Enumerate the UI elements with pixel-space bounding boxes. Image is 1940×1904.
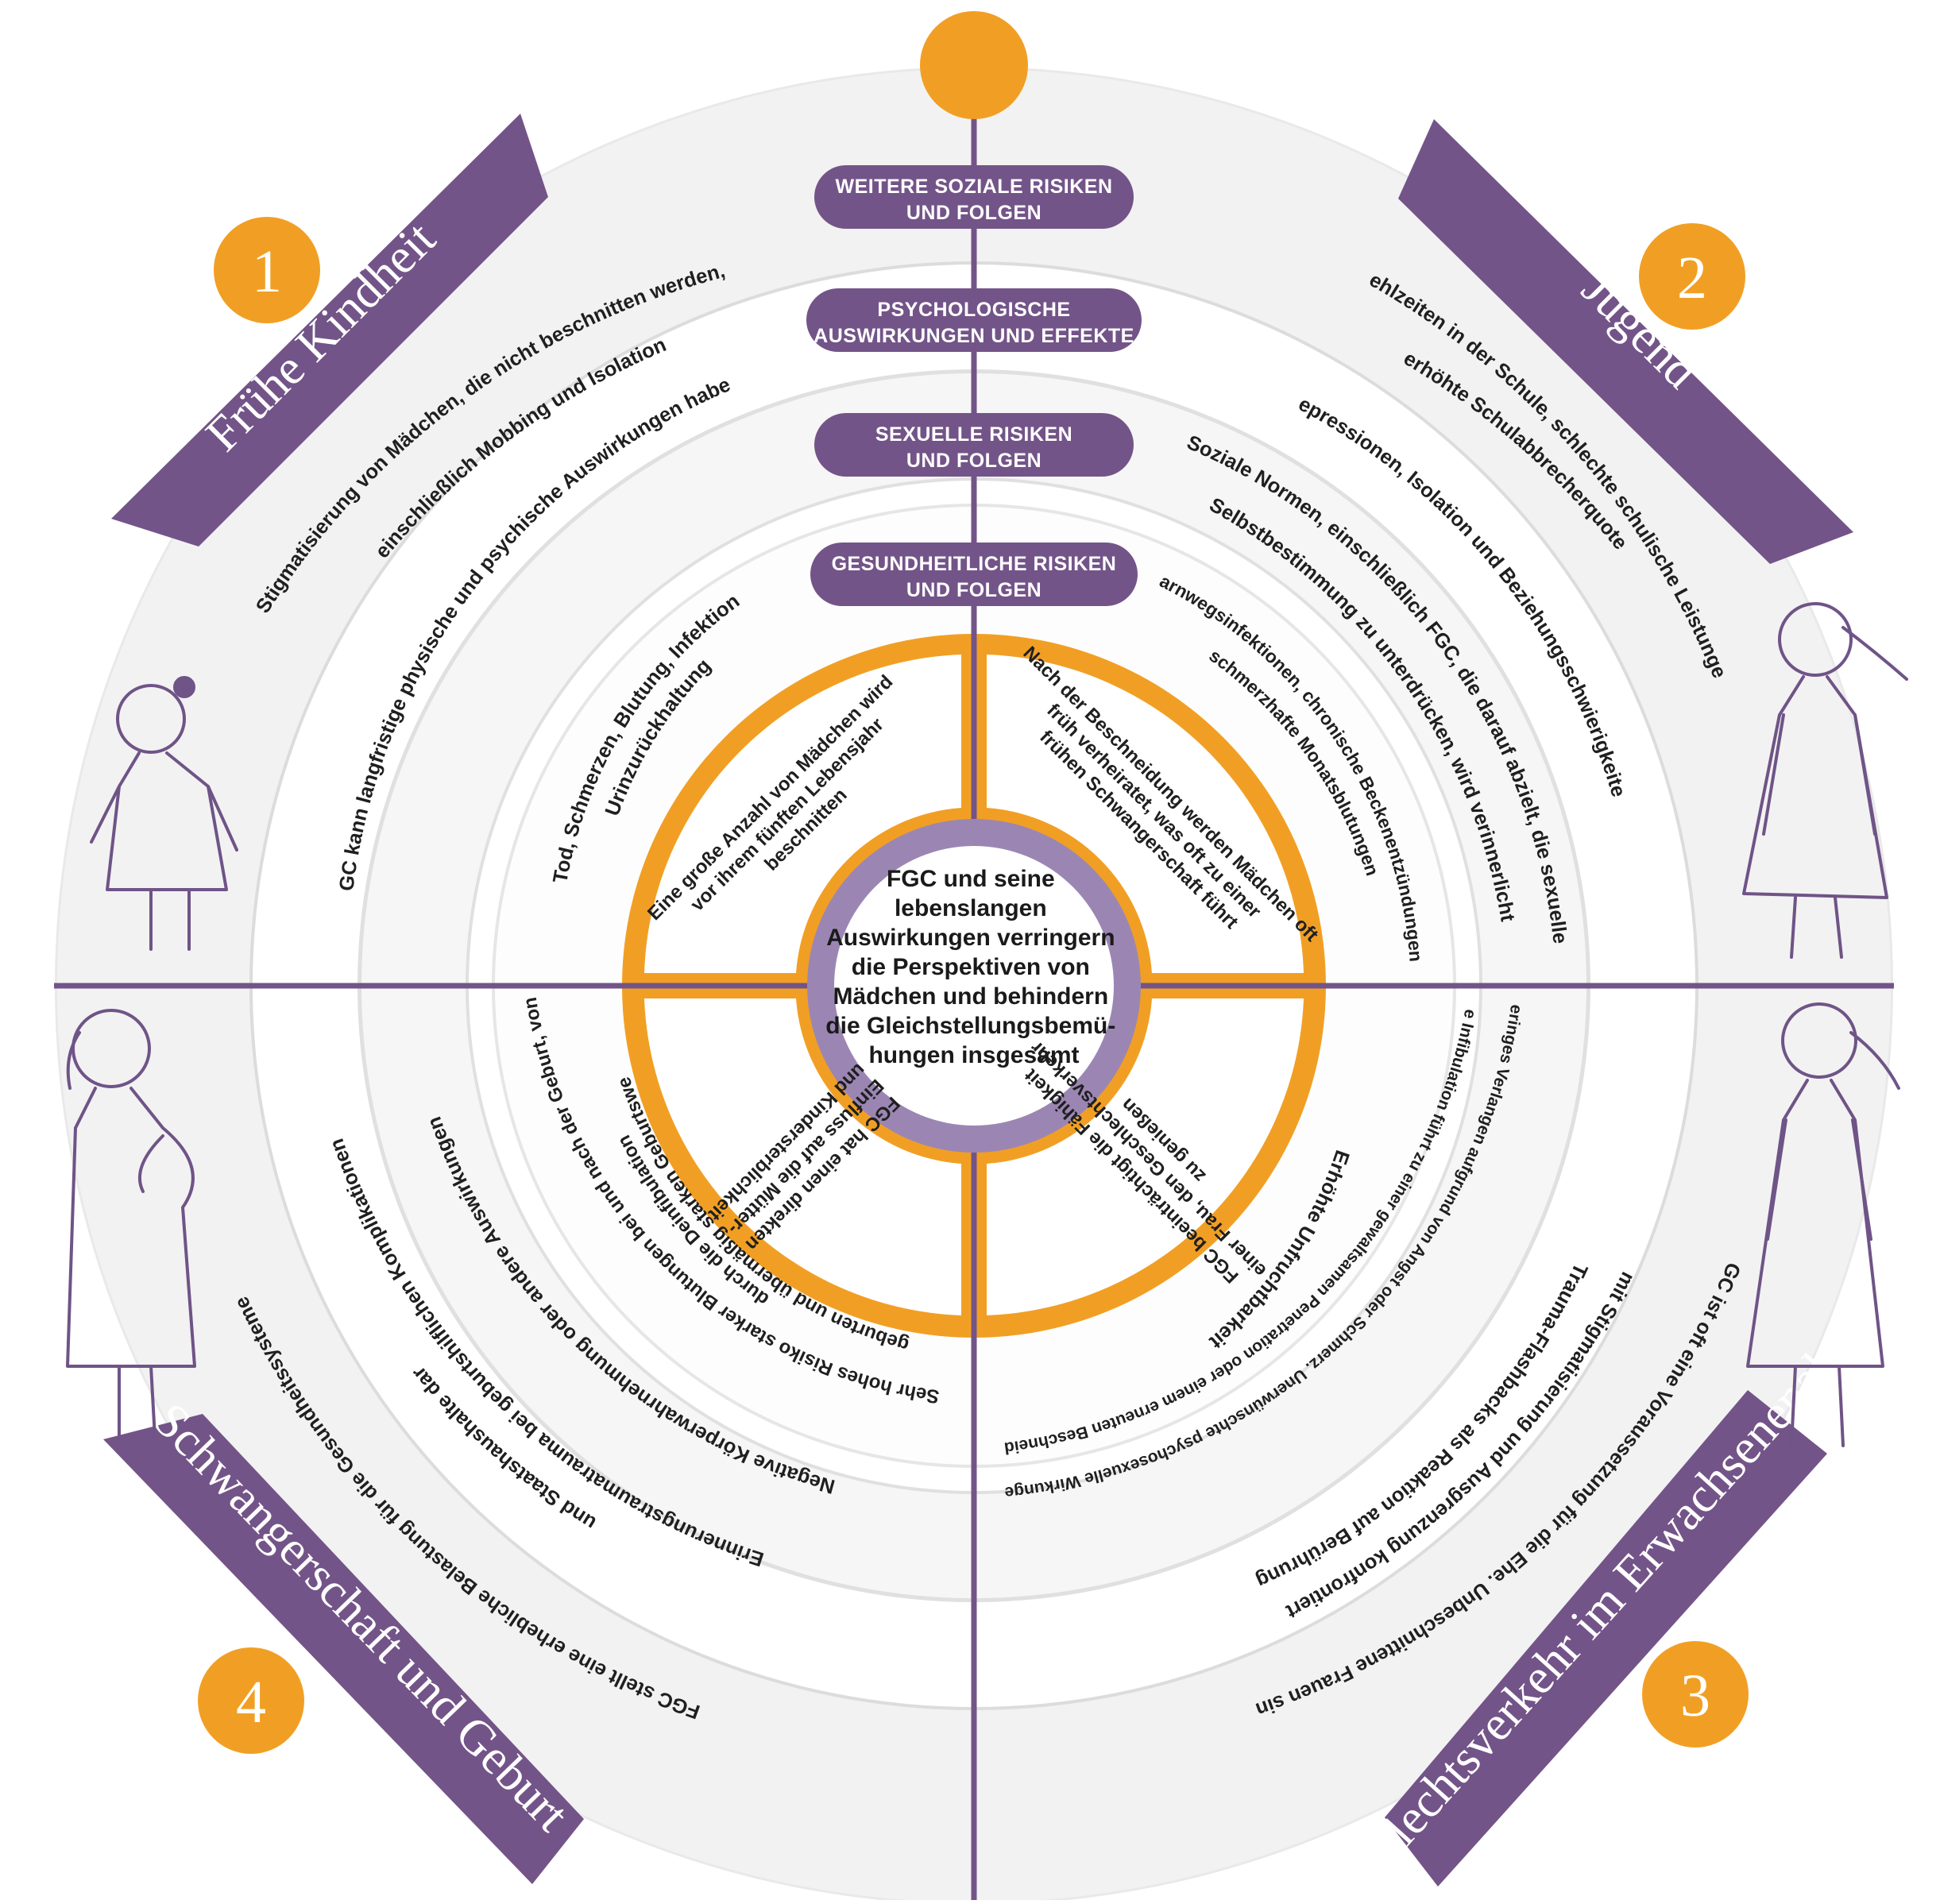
- stage-banner-2: Jugend 2: [1398, 119, 1853, 564]
- stage-badge-1: [214, 217, 320, 323]
- center-statement: FGC und seine lebenslangen Auswirkungen …: [825, 866, 1122, 1068]
- girl-child-illustration: [90, 676, 238, 951]
- inner-card-q3: [987, 998, 1304, 1315]
- svg-text:2: 2: [1677, 245, 1707, 311]
- svg-text:3: 3: [1680, 1663, 1710, 1729]
- inner-card-q4: [644, 998, 961, 1315]
- stage-badge-2: [1639, 223, 1745, 330]
- inner-card-q2: [987, 655, 1304, 973]
- svg-text:4: 4: [236, 1669, 266, 1736]
- stage-badge-4: [198, 1647, 304, 1754]
- stage-badge-3: [1642, 1641, 1749, 1748]
- center-disc: [834, 846, 1114, 1126]
- girl-pregnant-illustration: [66, 1009, 196, 1439]
- inner-card-q1: [644, 655, 961, 973]
- top-dot: [920, 11, 1028, 119]
- girl-teen-illustration: [1742, 602, 1908, 959]
- svg-text:1: 1: [252, 238, 282, 305]
- woman-adult-illustration: [1746, 1002, 1900, 1447]
